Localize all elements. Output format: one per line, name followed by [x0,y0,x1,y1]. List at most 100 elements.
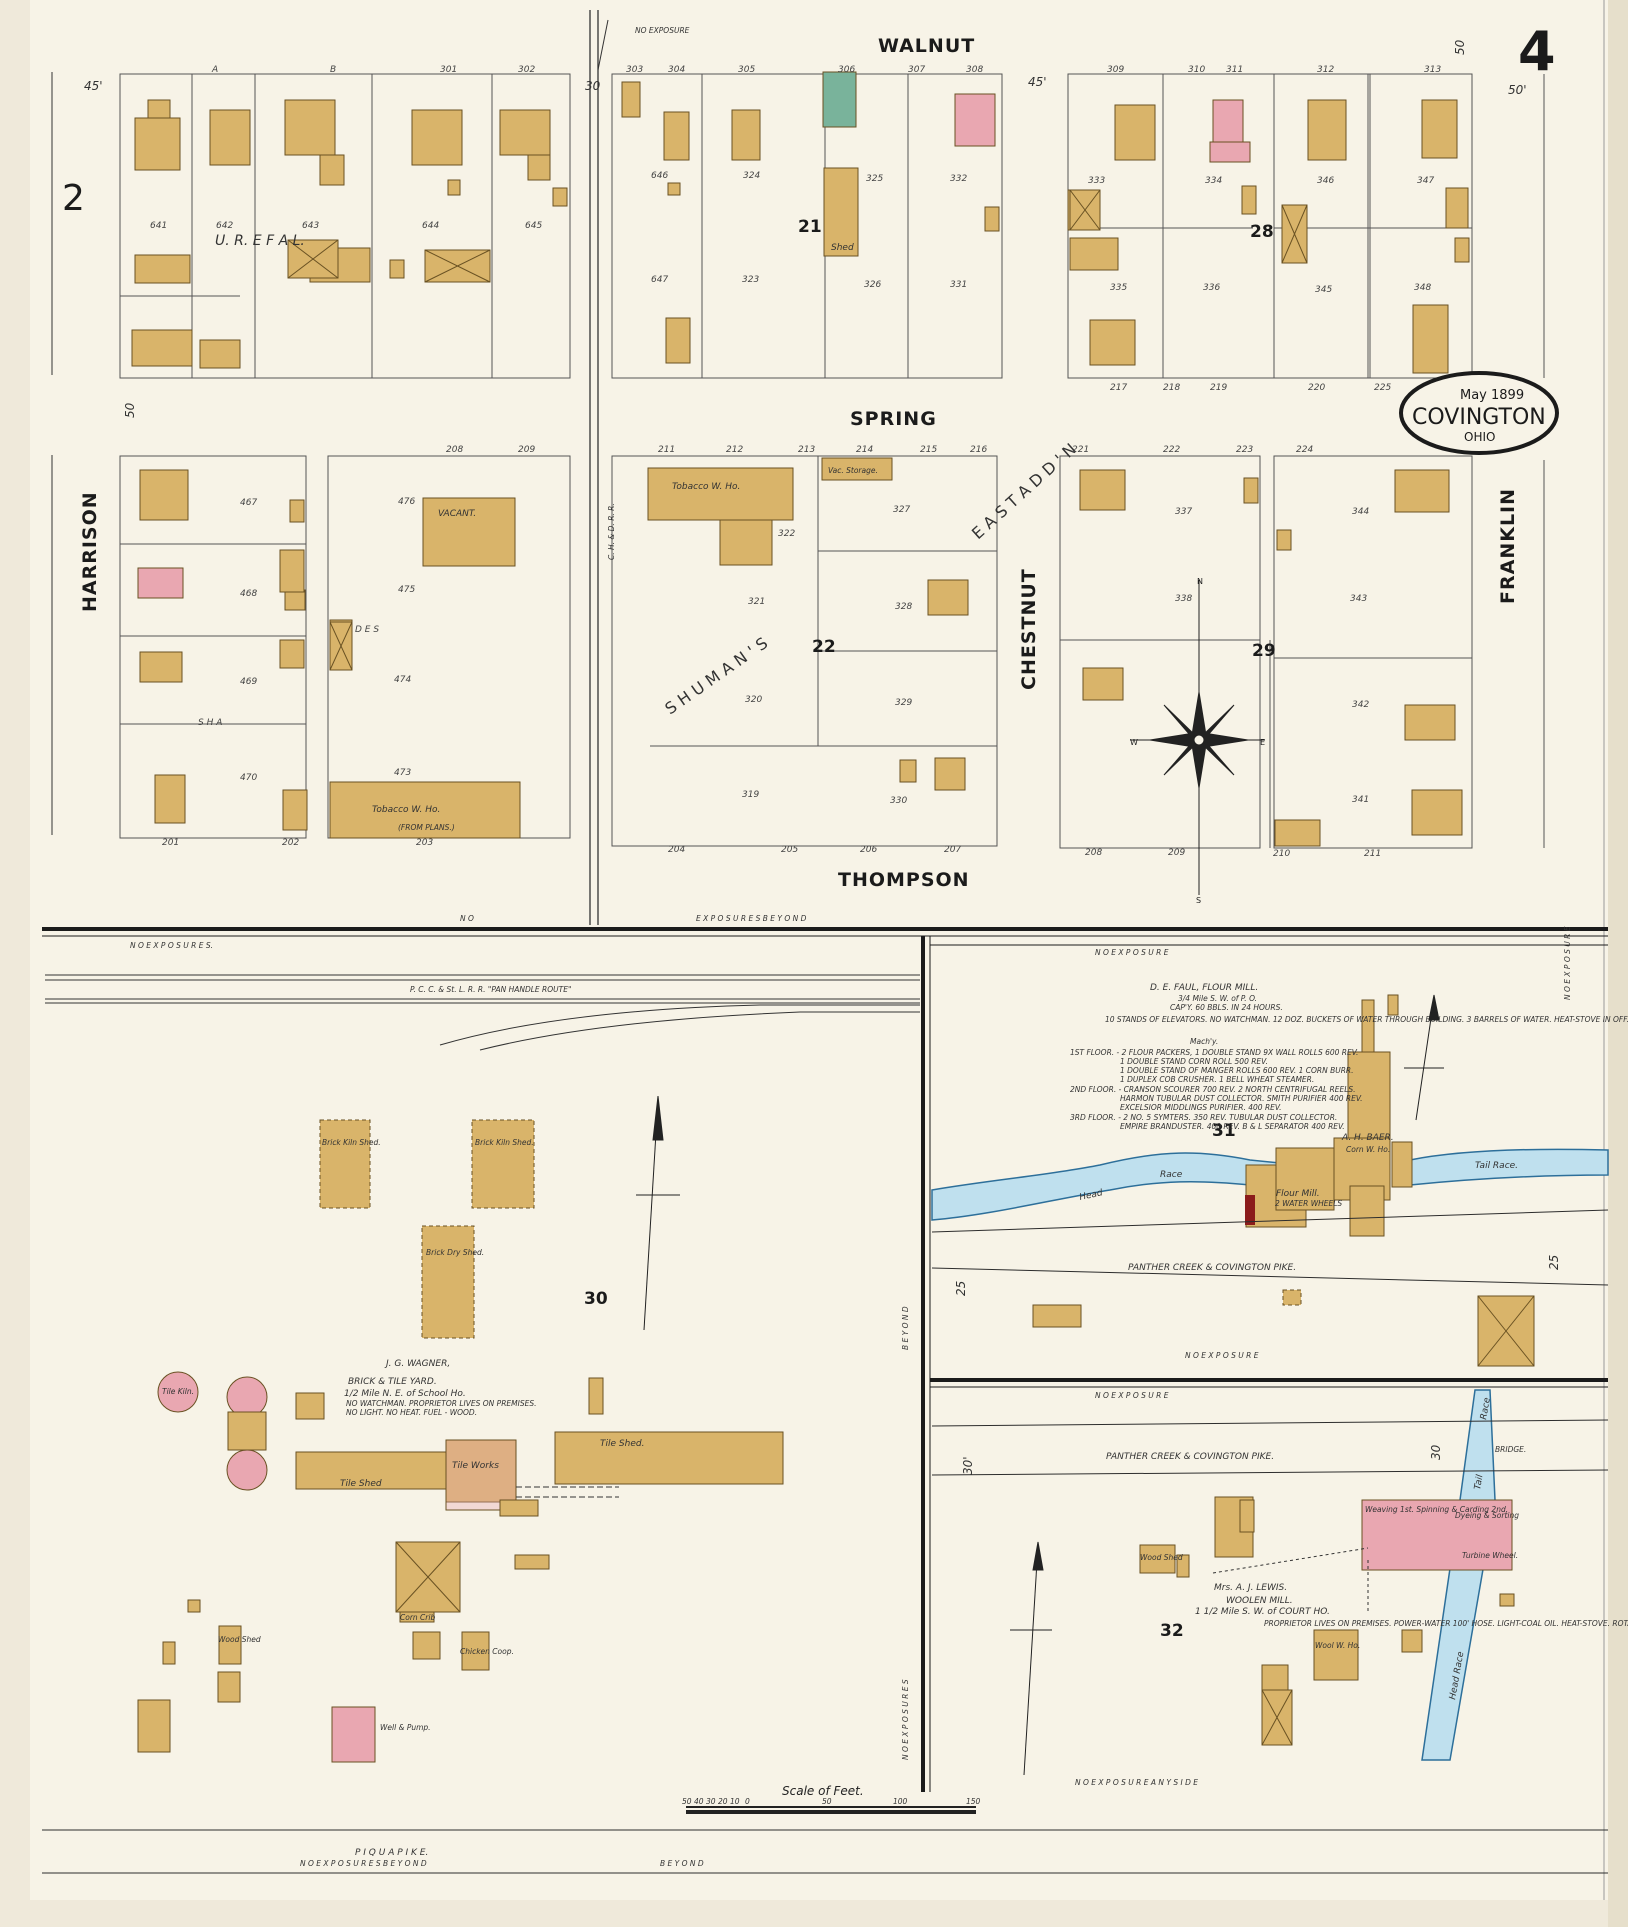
exposure-right-mill-top: N O E X P O S U R E [1095,948,1169,957]
svg-text:211: 211 [658,445,675,455]
svg-text:644: 644 [422,221,439,231]
exposure-right-mill-bottom: N O E X P O S U R E [1185,1351,1259,1360]
block-30: 30 [584,1289,608,1309]
svg-text:50: 50 [822,1797,832,1806]
flour-mill-title: D. E. FAUL, FLOUR MILL. [1150,983,1258,993]
svg-text:204: 204 [668,845,685,855]
svg-text:304: 304 [668,65,685,75]
svg-text:A: A [211,65,218,75]
svg-text:150: 150 [966,1797,981,1806]
svg-text:20: 20 [718,1797,728,1806]
right-paper-edge [1608,0,1628,1927]
wood-shed-30: Wood Shed [218,1635,261,1644]
svg-text:30: 30 [585,79,601,93]
svg-text:W: W [1130,738,1138,747]
svg-text:25: 25 [1547,1255,1561,1270]
svg-text:B: B [330,65,336,75]
chicken-coop: Chicken Coop. [460,1647,514,1656]
bridge-label: BRIDGE. [1495,1445,1526,1454]
north-arrow-31 [1404,994,1444,1121]
svg-text:50: 50 [682,1797,692,1806]
cartouche-date: May 1899 [1460,388,1524,403]
block-22: 22 [812,637,836,657]
tail-race-label: Tail Race. [1475,1161,1518,1171]
flour-1st-b: 1 DOUBLE STAND CORN ROLL 500 REV. [1120,1057,1268,1066]
svg-text:223: 223 [1236,445,1253,455]
svg-text:313: 313 [1424,65,1441,75]
tobacco-warehouse-1: Tobacco W. Ho. [672,482,740,492]
svg-text:S: S [1196,896,1201,905]
svg-text:220: 220 [1308,383,1325,393]
svg-text:334: 334 [1205,176,1222,186]
panther-pike-1: PANTHER CREEK & COVINGTON PIKE. [1128,1263,1296,1273]
flour-mill-loc: 3/4 Mile S. W. of P. O. [1178,994,1257,1003]
beyond-left-bottom: B E Y O N D [660,1859,704,1868]
sheet-dividers [42,927,1608,1792]
svg-text:641: 641 [150,221,167,231]
street-harrison: HARRISON [79,491,101,612]
svg-text:214: 214 [856,445,873,455]
lewis-sub: WOOLEN MILL. [1226,1596,1293,1606]
block-32: 32 [1160,1621,1184,1641]
svg-text:10: 10 [730,1797,740,1806]
svg-text:207: 207 [944,845,961,855]
exposure-vertical-beyond: B E Y O N D [901,1306,910,1350]
svg-text:343: 343 [1350,594,1367,604]
svg-text:219: 219 [1210,383,1227,393]
shed-label: Shed [831,243,854,253]
exposure-vertical-exposures: N O E X P O S U R E S [901,1679,910,1760]
flour-3rd: 3RD FLOOR. - 2 NO. 5 SYMTERS. 350 REV. T… [1070,1113,1337,1122]
svg-text:206: 206 [860,845,877,855]
weaving-label: Weaving 1st. Spinning & Carding 2nd. [1365,1505,1508,1514]
svg-text:321: 321 [748,597,765,607]
svg-text:325: 325 [866,174,883,184]
scale-of-feet: Scale of Feet. 50 40 30 20 10 0 50 100 1… [682,1784,981,1814]
svg-text:323: 323 [742,275,759,285]
svg-text:30': 30' [961,1456,975,1475]
scale-label: Scale of Feet. [782,1784,864,1798]
flour-1st-c: 1 DOUBLE STAND OF MANGER ROLLS 600 REV. … [1120,1066,1354,1075]
exposure-woolen-top: N O E X P O S U R E [1095,1391,1169,1400]
exposure-bottom-left: N O E X P O S U R E S B E Y O N D [300,1859,427,1868]
brick-kiln-shed-2: Brick Kiln Shed. [475,1138,534,1147]
race-top-label: Race [1479,1396,1493,1420]
svg-text:45': 45' [1028,75,1047,89]
svg-text:643: 643 [302,221,319,231]
piqua-pike: P I Q U A P I K E. [355,1848,428,1858]
svg-text:216: 216 [970,445,987,455]
svg-text:310: 310 [1188,65,1205,75]
flour-2nd: 2ND FLOOR. - CRANSON SCOURER 700 REV. 2 … [1070,1085,1356,1094]
dyeing-label: Dyeing & Sorting [1455,1511,1519,1520]
svg-text:341: 341 [1352,795,1369,805]
block-31-buildings [1032,994,1535,1367]
svg-text:327: 327 [893,505,910,515]
tile-kiln-label: Tile Kiln. [162,1387,194,1396]
svg-text:320: 320 [745,695,762,705]
svg-text:N: N [1197,577,1203,586]
flour-2nd-b: HARMON TUBULAR DUST COLLECTOR. SMITH PUR… [1120,1094,1363,1103]
svg-text:642: 642 [216,221,233,231]
flour-mill-sub: 2 WATER WHEELS [1275,1199,1342,1208]
svg-text:333: 333 [1088,176,1105,186]
svg-text:470: 470 [240,773,257,783]
flour-mill-capy: CAP'Y. 60 BBLS. IN 24 HOURS. [1170,1003,1283,1012]
svg-text:208: 208 [446,445,463,455]
cartouche-town: COVINGTON [1412,405,1546,430]
svg-text:324: 324 [743,171,760,181]
svg-text:476: 476 [398,497,415,507]
map-panel [30,0,1608,1900]
block-21: 21 [798,217,822,237]
tile-works: Tile Works [452,1461,499,1471]
svg-text:50': 50' [1508,83,1527,97]
svg-text:330: 330 [890,796,907,806]
svg-text:311: 311 [1226,65,1243,75]
svg-text:319: 319 [742,790,759,800]
svg-text:335: 335 [1110,283,1127,293]
head-race-label-1: Head [1079,1188,1104,1203]
corn-crib: Corn Crib [400,1613,435,1622]
svg-text:346: 346 [1317,176,1334,186]
svg-text:469: 469 [240,677,257,687]
block-31: 31 [1212,1121,1236,1141]
svg-text:303: 303 [626,65,643,75]
